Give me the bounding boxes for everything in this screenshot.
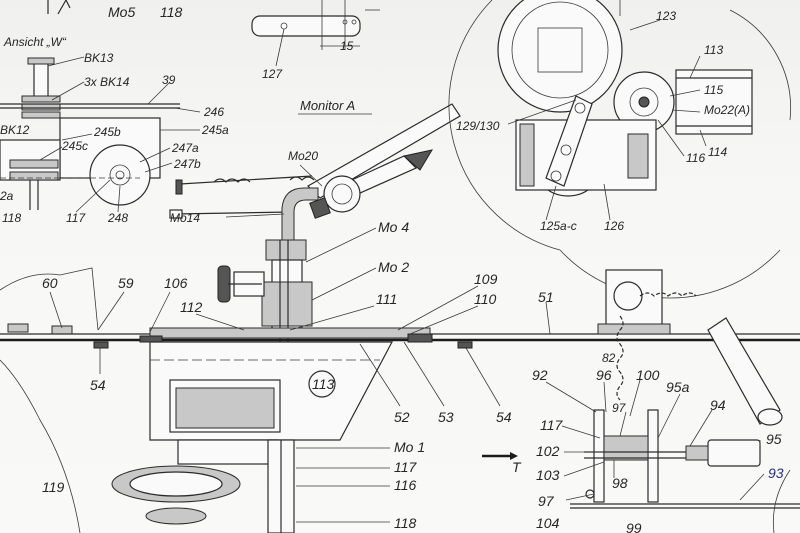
view-label: Ansicht „W“ bbox=[3, 35, 67, 49]
label-99: 99 bbox=[626, 520, 642, 533]
label-98: 98 bbox=[612, 475, 628, 491]
label-117-bottom: 117 bbox=[394, 459, 418, 475]
header-fragment: Mo5 118 bbox=[47, 0, 183, 20]
label-247a: 247a bbox=[171, 141, 199, 155]
label-109: 109 bbox=[474, 271, 498, 287]
label-113-tank: 113 bbox=[312, 376, 335, 392]
label-102: 102 bbox=[536, 443, 560, 459]
label-118-bottom: 118 bbox=[394, 515, 417, 531]
label-54-right: 54 bbox=[496, 409, 512, 425]
monitor-title: Monitor A bbox=[300, 98, 355, 113]
label-245b: 245b bbox=[93, 125, 121, 139]
label-96: 96 bbox=[596, 367, 612, 383]
top-right-mechanism: 123 113 115 Mo22(A) 129/130 116 114 125a… bbox=[448, 0, 791, 299]
label-59: 59 bbox=[118, 275, 134, 291]
label-111: 111 bbox=[376, 291, 397, 307]
label-60: 60 bbox=[42, 275, 58, 291]
winch-assembly: 92 96 100 97 95a 94 117 102 103 98 97 10… bbox=[532, 367, 800, 533]
label-115: 115 bbox=[704, 83, 723, 97]
label-117-winch: 117 bbox=[540, 417, 564, 433]
label-97-bottom: 97 bbox=[538, 493, 555, 509]
label-123: 123 bbox=[656, 9, 676, 23]
left-assembly: Ansicht „W“ BK13 3x BK14 39 246 245 bbox=[0, 35, 229, 225]
label-92: 92 bbox=[532, 367, 548, 383]
label-112: 112 bbox=[180, 299, 203, 315]
bottom-drive: Mo 1 117 116 118 119 T bbox=[42, 439, 522, 533]
label-97-top: 97 bbox=[612, 401, 627, 415]
label-52: 52 bbox=[394, 409, 410, 425]
label-116-bottom: 116 bbox=[394, 477, 417, 493]
label-bk13: BK13 bbox=[84, 51, 114, 65]
label-117-left: 117 bbox=[66, 211, 86, 225]
label-100: 100 bbox=[636, 367, 660, 383]
label-mo14: Mo14 bbox=[170, 211, 200, 225]
deck-section: 60 59 106 112 111 109 110 51 54 113 52 5… bbox=[0, 267, 800, 533]
label-106: 106 bbox=[164, 275, 188, 291]
dimension-15: 15 bbox=[340, 39, 354, 53]
label-118-left: 118 bbox=[2, 211, 21, 225]
label-125a-c: 125a-c bbox=[540, 219, 577, 233]
label-mo1: Mo 1 bbox=[394, 439, 425, 455]
label-mo5: Mo5 bbox=[108, 4, 135, 20]
detail-127: 15 127 bbox=[251, 0, 380, 81]
label-110: 110 bbox=[474, 291, 497, 307]
label-95a: 95a bbox=[666, 379, 690, 395]
label-54-left: 54 bbox=[90, 377, 106, 393]
label-113-top: 113 bbox=[704, 43, 723, 57]
label-118-top: 118 bbox=[160, 4, 183, 20]
label-39: 39 bbox=[162, 73, 176, 87]
label-82: 82 bbox=[602, 351, 616, 365]
label-bk12: BK12 bbox=[0, 123, 30, 137]
label-247b: 247b bbox=[173, 157, 201, 171]
label-94: 94 bbox=[710, 397, 726, 413]
label-103: 103 bbox=[536, 467, 560, 483]
label-114: 114 bbox=[708, 145, 727, 159]
label-127: 127 bbox=[262, 67, 283, 81]
label-245a: 245a bbox=[201, 123, 229, 137]
label-mo22a: Mo22(A) bbox=[704, 103, 750, 117]
label-section-t: T bbox=[512, 459, 522, 475]
label-53: 53 bbox=[438, 409, 454, 425]
label-246: 246 bbox=[203, 105, 224, 119]
label-51: 51 bbox=[538, 289, 554, 305]
label-119: 119 bbox=[42, 479, 65, 495]
label-126: 126 bbox=[604, 219, 624, 233]
label-93: 93 bbox=[768, 465, 784, 481]
label-mo2: Mo 2 bbox=[378, 259, 409, 275]
label-mo20: Mo20 bbox=[288, 149, 318, 163]
label-mo4: Mo 4 bbox=[378, 219, 409, 235]
label-116-top: 116 bbox=[686, 151, 705, 165]
label-248: 248 bbox=[107, 211, 128, 225]
label-bk14: 3x BK14 bbox=[84, 75, 130, 89]
label-245c: 245c bbox=[61, 139, 88, 153]
label-2a: 2a bbox=[0, 189, 14, 203]
label-95: 95 bbox=[766, 431, 782, 447]
label-129-130: 129/130 bbox=[456, 119, 500, 133]
label-104: 104 bbox=[536, 515, 560, 531]
